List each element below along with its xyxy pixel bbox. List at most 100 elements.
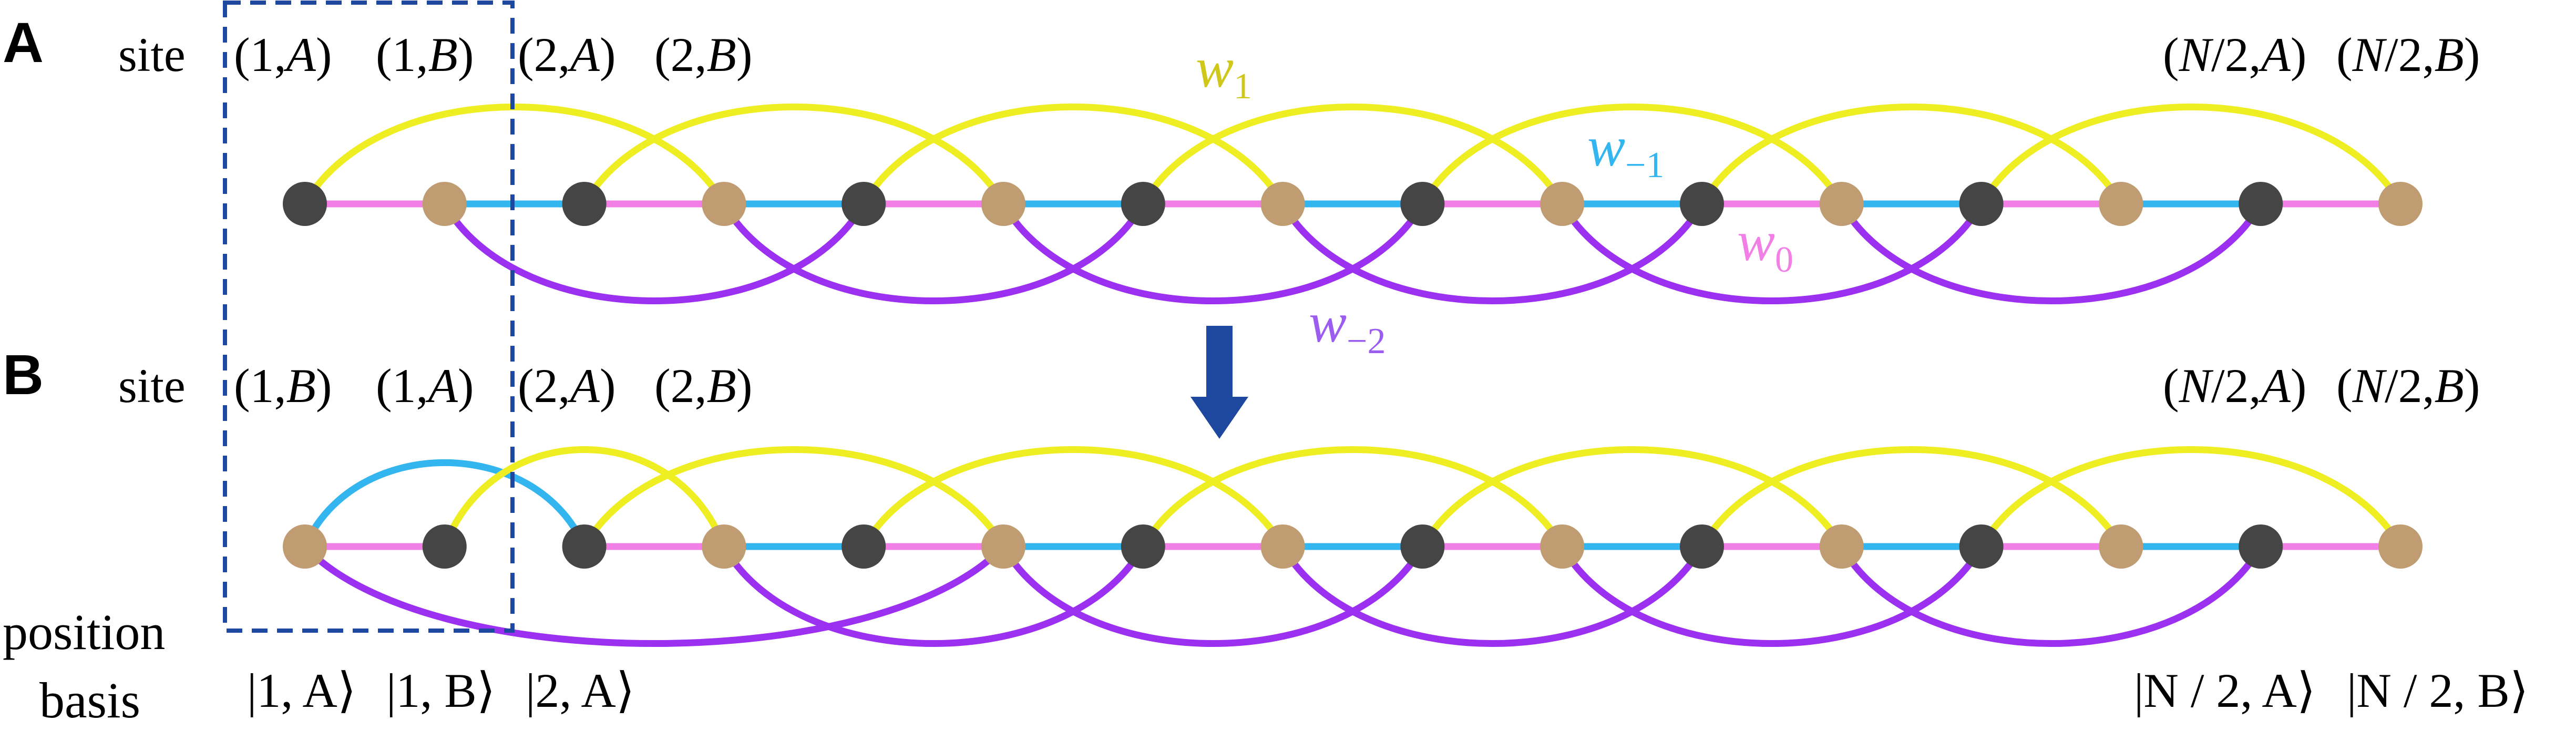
site-node <box>1680 182 1724 226</box>
site-label-char: A <box>567 28 600 81</box>
basis-label-line1: position <box>3 604 165 660</box>
site-node <box>1540 524 1585 569</box>
site-label-char: B <box>2435 359 2464 413</box>
site-node <box>2099 524 2143 569</box>
site-node <box>1121 524 1165 569</box>
panel-a-site-label: (2,B) <box>654 28 752 81</box>
site-node <box>1819 524 1864 569</box>
site-label-char: 2 <box>2398 28 2423 81</box>
panel-b-row-label: site <box>118 359 186 413</box>
site-label-char: , <box>558 28 570 81</box>
site-node <box>283 182 327 226</box>
basis-ket: |N / 2, B⟩ <box>2347 664 2529 717</box>
site-node <box>702 524 746 569</box>
w-minus2-arc <box>1838 543 2264 647</box>
site-node <box>283 524 327 569</box>
panel-a-upper-arcs <box>301 104 2404 208</box>
site-label-char: ( <box>518 359 534 413</box>
site-label-char: B <box>707 28 736 81</box>
panel-b-upper-arcs <box>301 446 2404 550</box>
site-node <box>2239 182 2283 226</box>
site-label-char: ) <box>600 28 616 81</box>
w1-arc <box>1140 446 1566 550</box>
site-label-char: ( <box>234 359 250 413</box>
panel-a-site-label: (2,A) <box>518 28 615 81</box>
w1-arc <box>1419 104 1845 208</box>
w-minus2-arc <box>720 200 1147 304</box>
site-node <box>1959 524 2004 569</box>
basis-ket: |1, B⟩ <box>386 664 496 717</box>
w1-sub: 1 <box>1234 66 1252 107</box>
site-label-char: 2 <box>671 359 695 413</box>
unit-cell-dashed-box <box>223 1 515 633</box>
site-label-char: A <box>283 28 316 81</box>
site-node <box>2378 524 2423 569</box>
w1-arc <box>1978 104 2404 208</box>
panel-a-site-label: (N/2,B) <box>2336 28 2480 81</box>
w-minus2-arc <box>1279 200 1706 304</box>
site-label-char: / <box>2211 359 2225 413</box>
site-label-char: 2 <box>2398 359 2423 413</box>
w1-arc <box>581 104 1007 208</box>
site-label-char: 1 <box>250 359 274 413</box>
w-minus2-arc <box>720 543 1147 647</box>
w-minus2-arc <box>1279 543 1706 647</box>
w-minus2-arc <box>1558 543 1985 647</box>
panel-b-site-label: (1,B) <box>234 359 332 413</box>
site-label-char: 1 <box>250 28 274 81</box>
site-label-char: , <box>695 359 707 413</box>
site-node <box>702 182 746 226</box>
w-minus2-sub: −2 <box>1347 321 1386 362</box>
site-label-char: ( <box>654 359 671 413</box>
hopping-label-w1: w1 <box>1196 37 1252 107</box>
basis-ket: |N / 2, A⟩ <box>2134 664 2316 717</box>
site-label-char: , <box>695 28 707 81</box>
position-basis: position basis |1, A⟩ |1, B⟩ |2, A⟩ |N /… <box>3 604 2529 728</box>
w-minus2-base: w <box>1309 292 1347 354</box>
site-label-char: ) <box>600 359 616 413</box>
site-node <box>2099 182 2143 226</box>
panel-a-site-label: (N/2,A) <box>2163 28 2306 81</box>
site-label-char: ( <box>2336 359 2353 413</box>
w1-arc <box>441 446 727 550</box>
site-label-char: / <box>2385 28 2398 81</box>
w-minus2-arc <box>1838 200 2264 304</box>
site-label-char: N <box>2179 28 2214 81</box>
site-node <box>1680 524 1724 569</box>
site-label-char: , <box>2423 359 2435 413</box>
site-label-char: ) <box>736 359 753 413</box>
site-label-char: ) <box>316 359 332 413</box>
site-label-char: B <box>707 359 736 413</box>
panel-a-row-label: site <box>118 28 186 81</box>
panel-a-sites <box>283 182 2423 226</box>
site-label-char: 2 <box>2225 359 2249 413</box>
site-label-char: N <box>2352 359 2387 413</box>
site-label-char: ) <box>458 359 474 413</box>
panel-b-site-label: (2,A) <box>518 359 615 413</box>
site-label-char: ) <box>2291 359 2307 413</box>
site-node <box>841 524 886 569</box>
w1-base: w <box>1196 37 1234 99</box>
site-label-char: ( <box>2163 359 2179 413</box>
site-node <box>562 524 607 569</box>
w1-arc <box>1698 446 2125 550</box>
site-label-char: A <box>2258 359 2291 413</box>
site-node <box>2378 182 2423 226</box>
panel-a-site-label: (1,A) <box>234 28 332 81</box>
basis-label-line2: basis <box>39 672 140 728</box>
panel-b: B site (1,B) (1,A) (2,A) (2,B) (N/2,A) (… <box>3 343 2480 647</box>
panel-letter-b: B <box>3 343 44 406</box>
site-label-char: , <box>416 28 428 81</box>
site-node <box>1400 524 1445 569</box>
site-node <box>422 524 467 569</box>
site-node <box>981 524 1025 569</box>
site-label-char: , <box>558 359 570 413</box>
site-label-char: , <box>274 359 286 413</box>
site-label-char: ) <box>2291 28 2307 81</box>
site-label-char: 2 <box>534 28 558 81</box>
basis-ket: |2, A⟩ <box>526 664 635 717</box>
site-label-char: ( <box>654 28 671 81</box>
site-node <box>1260 182 1305 226</box>
w0-base: w <box>1737 210 1775 273</box>
